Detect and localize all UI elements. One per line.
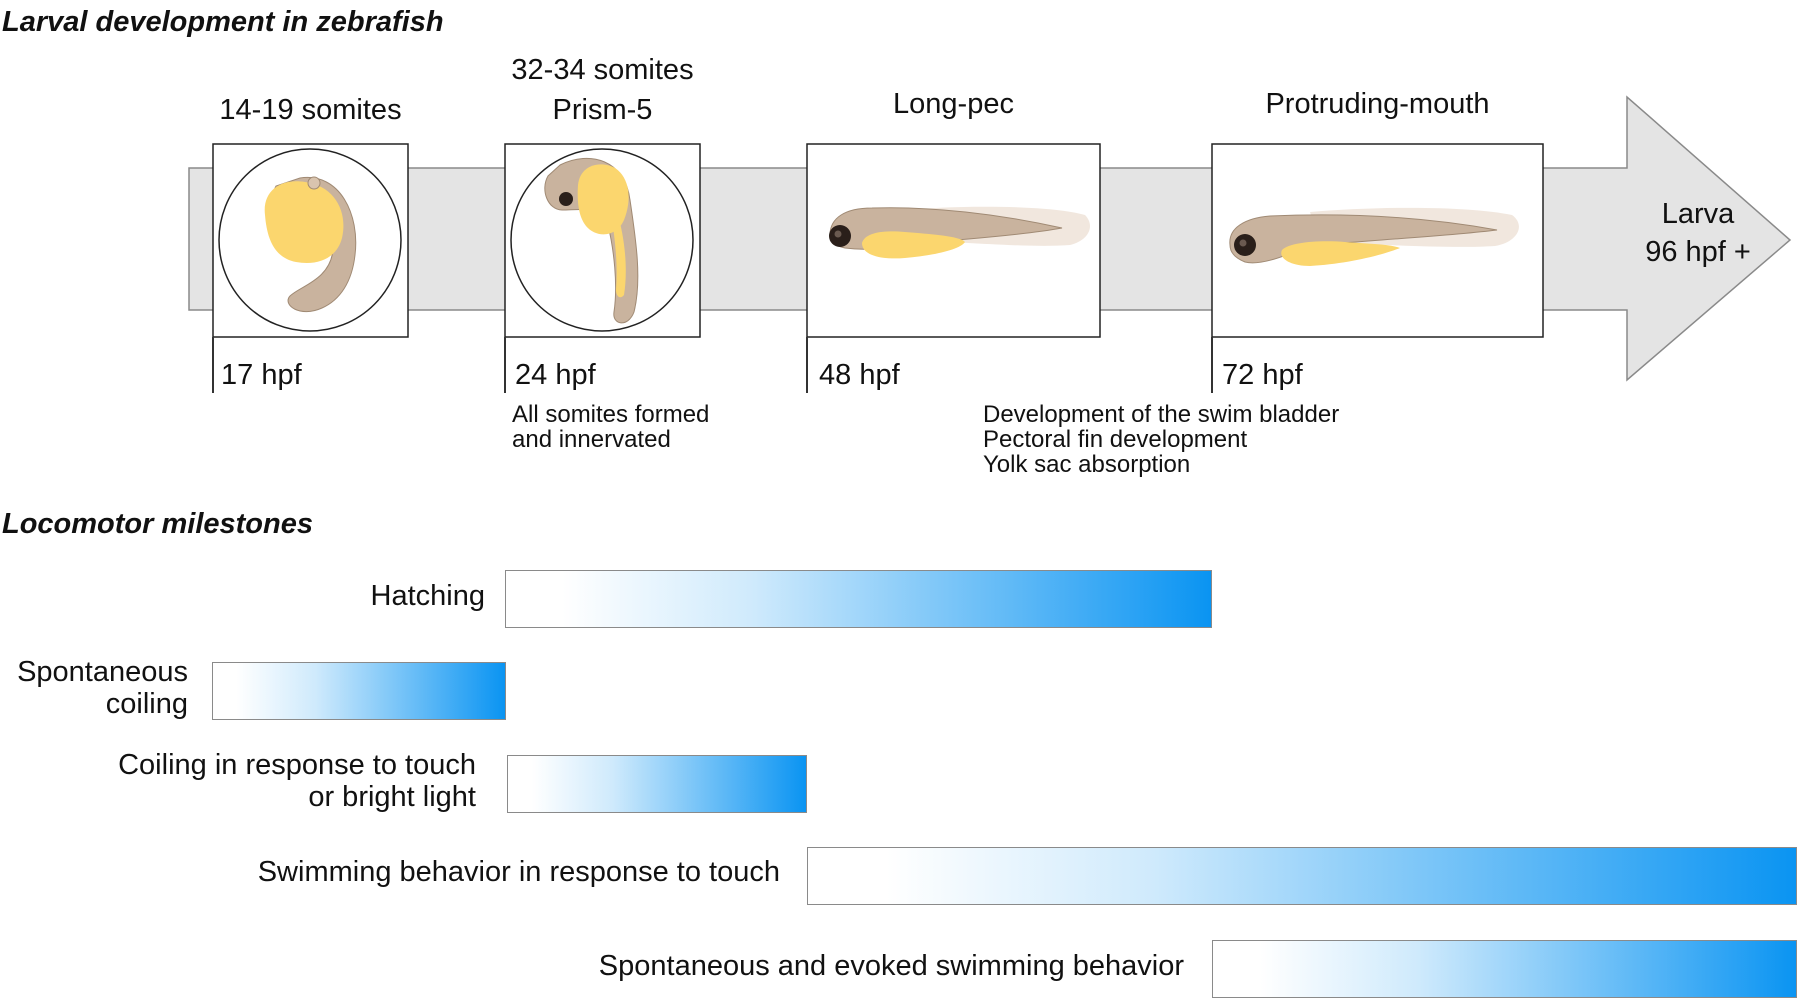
milestone-label-line: Spontaneous and evoked swimming behavior [598,950,1184,982]
timeline-tick [1211,337,1213,393]
stage-2-notes: All somites formed and innervated [512,402,709,452]
stage-label-3: Long-pec [807,84,1100,124]
milestone-bar-spontaneous-coiling [212,662,506,720]
note-line: Development of the swim bladder [983,401,1340,428]
mid-notes: Development of the swim bladder Pectoral… [983,402,1339,477]
milestone-bar-spontaneous-swimming [1212,940,1797,998]
milestone-label-hatching: Hatching [371,580,485,612]
note-line: Pectoral fin development [983,426,1248,453]
milestone-label-line: Spontaneous [17,656,188,688]
arrow-label-line: Larva [1661,198,1735,230]
protruding-mouth-larva-icon [1229,207,1519,266]
milestone-label-touch-coiling: Coiling in response to touch or bright l… [118,749,476,813]
embryo-in-chorion-icon [264,176,357,313]
stage-label-line: Prism-5 [552,94,653,126]
stage-label-line: Long-pec [893,88,1014,120]
stage-box-2 [504,143,701,338]
stage-box-4 [1211,143,1544,338]
timeline-tick [212,337,214,393]
milestone-label-spontaneous-coiling: Spontaneous coiling [17,656,188,720]
milestone-label-line: Swimming behavior in response to touch [257,856,780,888]
stage-hpf-1: 17 hpf [221,359,302,391]
timeline-tick [806,337,808,393]
stage-hpf-2: 24 hpf [515,359,596,391]
note-line: Yolk sac absorption [983,451,1191,478]
stage-label-line: 32-34 somites [511,54,694,86]
stage-box-3 [806,143,1101,338]
milestone-label-line: Hatching [370,580,485,612]
stage-label-line: 14-19 somites [219,94,402,126]
development-timeline [188,95,1792,382]
stage-label-1: 14-19 somites [213,90,408,130]
milestone-bar-hatching [505,570,1212,628]
stage-box-1 [212,143,409,338]
stage-label-2: 32-34 somites Prism-5 [480,50,725,130]
stage-label-line: Protruding-mouth [1265,88,1490,120]
embryo-in-chorion-icon [544,157,639,324]
note-line: and innervated [512,426,671,453]
stage-hpf-4: 72 hpf [1222,359,1303,391]
milestone-label-spontaneous-swimming: Spontaneous and evoked swimming behavior [599,950,1184,982]
milestones-section-title: Locomotor milestones [2,508,313,540]
arrow-label-line: 96 hpf + [1645,236,1751,268]
stage-hpf-3: 48 hpf [819,359,900,391]
milestone-label-line: coiling [105,688,188,720]
milestone-label-touch-swimming: Swimming behavior in response to touch [258,856,780,888]
hatched-larva-icon [829,206,1090,259]
development-section-title: Larval development in zebrafish [2,6,444,38]
note-line: All somites formed [512,401,710,428]
stage-label-4: Protruding-mouth [1212,84,1543,124]
milestone-bar-touch-coiling [507,755,807,813]
milestone-label-line: Coiling in response to touch [118,749,476,781]
milestone-bar-touch-swimming [807,847,1797,905]
milestone-label-line: or bright light [308,781,476,813]
arrow-label: Larva 96 hpf + [1628,195,1768,271]
timeline-tick [504,337,506,393]
